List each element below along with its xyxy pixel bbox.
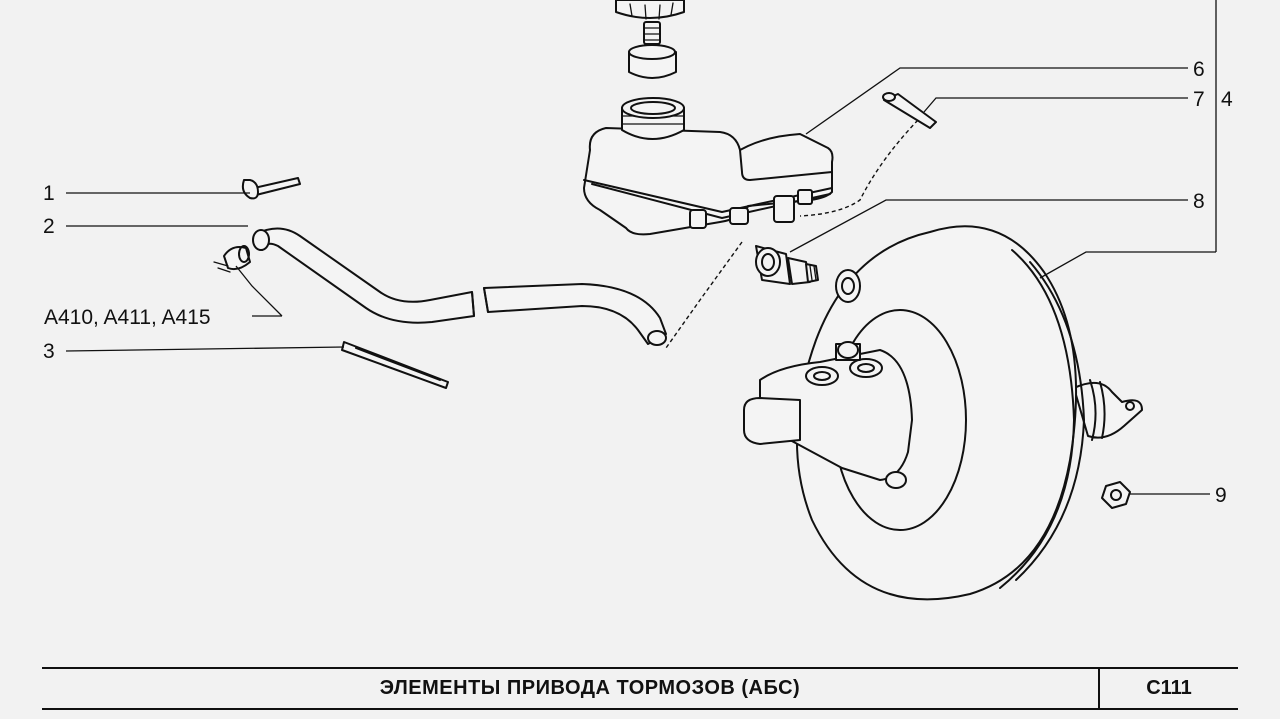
- leader-lines: [65, 0, 1217, 495]
- diagram-title: ЭЛЕМЕНТЫ ПРИВОДА ТОРМОЗОВ (АБС): [379, 677, 801, 699]
- callout-a4-group: A410, A411, A415: [44, 306, 211, 329]
- callout-4: 4: [1221, 88, 1233, 111]
- callout-6: 6: [1193, 58, 1205, 81]
- brake-hose: [252, 227, 667, 346]
- callout-1: 1: [43, 182, 55, 205]
- clamp-bolt: [241, 177, 301, 200]
- flange-nut: [1101, 481, 1131, 509]
- master-cylinder: [743, 341, 913, 489]
- sensor-wire-dashed: [799, 119, 919, 217]
- reservoir-cap: [615, 0, 685, 79]
- callout-2: 2: [43, 215, 55, 238]
- diagram-code: C111: [1098, 669, 1238, 708]
- callout-3: 3: [43, 340, 55, 363]
- callout-7: 7: [1193, 88, 1205, 111]
- brake-booster: [796, 225, 1143, 601]
- pressure-sensor-fitting: [755, 245, 819, 285]
- hose-connection-dashed: [665, 241, 743, 349]
- brake-fluid-reservoir: [583, 97, 834, 236]
- hose-clip: [213, 245, 251, 273]
- callout-8: 8: [1193, 190, 1205, 213]
- cable-tie: [341, 341, 449, 389]
- title-block: ЭЛЕМЕНТЫ ПРИВОДА ТОРМОЗОВ (АБС) C111: [42, 667, 1238, 710]
- level-sensor-pin: [882, 92, 937, 129]
- callout-9: 9: [1215, 484, 1227, 507]
